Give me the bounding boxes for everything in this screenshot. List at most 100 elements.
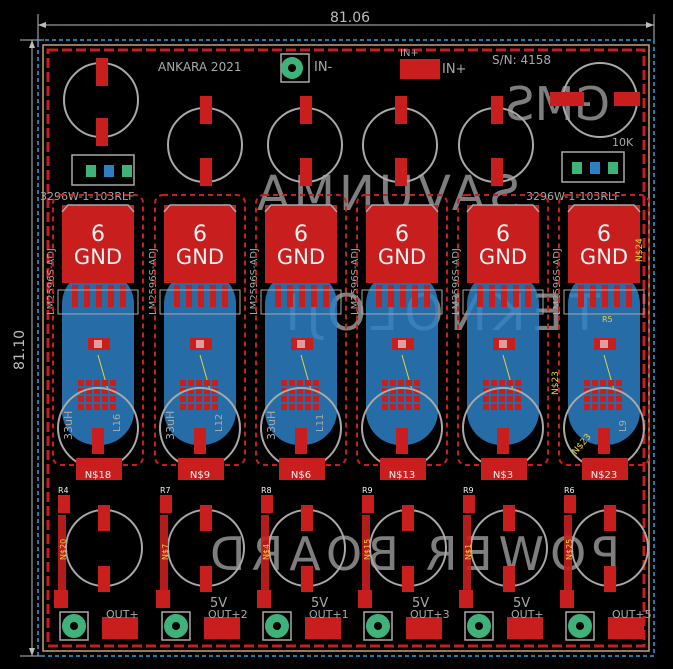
output-pad-square: [102, 617, 138, 639]
small-smd-pad: [54, 590, 68, 608]
ic-leg: [72, 285, 78, 307]
ic-silk-outline: [159, 289, 241, 315]
ic-gnd-label: GND: [479, 245, 527, 269]
channel-trace-outline: [457, 194, 549, 466]
small-smd-pad: [156, 590, 170, 608]
inductance-label: 33uH: [265, 411, 278, 440]
net-label-side: N$7: [161, 544, 170, 560]
side-trace: [58, 515, 66, 595]
inductor-label: L16: [112, 414, 123, 432]
regulator-ic-tab: [568, 205, 640, 283]
net-label-side: N$1: [464, 544, 473, 560]
ic-leg: [376, 285, 382, 307]
output-diode-pad: [380, 458, 426, 480]
output-pad-square: [406, 617, 442, 639]
output-connector-outline: [161, 611, 191, 641]
output-connector-outline: [363, 611, 393, 641]
ic-leg: [590, 285, 596, 307]
output-diode-pad: [481, 458, 527, 480]
resistor-label: R8: [261, 486, 272, 495]
net-label-bottom: N$18: [85, 470, 112, 481]
side-trace: [261, 515, 269, 595]
regulator-ic-tab: [62, 205, 134, 283]
output-label: OUT+3: [410, 608, 450, 621]
ic-leg: [311, 285, 317, 307]
resistor-pad: [160, 495, 172, 513]
ic-leg: [602, 285, 608, 307]
net-label-side: N$4: [262, 544, 271, 560]
channel-trace-outline: [52, 194, 144, 466]
board-outline: [42, 44, 650, 652]
input-minus-pad: [280, 53, 310, 83]
ic-leg: [210, 285, 216, 307]
inductor-label: L9: [618, 420, 629, 432]
input-plus-pad: [400, 59, 440, 79]
net-label-n23a: N$23: [551, 371, 561, 395]
ic-part-label: LM2596S-ADJ: [46, 248, 57, 315]
trimmer-right: 3296W-1-103RLF: [526, 151, 625, 203]
output-connector-outline: [262, 611, 292, 641]
dimension-width: 81.06: [37, 10, 655, 44]
output-label: OUT+2: [208, 608, 248, 621]
ic-silk-outline: [57, 289, 139, 315]
ic-leg: [388, 285, 394, 307]
channel-trace-outline: [356, 194, 448, 466]
regulator-ic-tab: [467, 205, 539, 283]
ic-leg: [489, 285, 495, 307]
output-pad-square: [305, 617, 341, 639]
in-minus-label: IN-: [314, 60, 333, 75]
inductor-pad: [396, 428, 408, 454]
output-voltage-label: 5V: [513, 596, 530, 611]
resistor-pad: [564, 495, 576, 513]
resistor-pad: [261, 495, 273, 513]
output-pad-square: [608, 617, 644, 639]
ic-leg: [626, 285, 632, 307]
inductor-pad: [295, 428, 307, 454]
inductor-pad: [92, 428, 104, 454]
ic-silk-outline: [361, 289, 443, 315]
ic-gnd-label: GND: [378, 245, 426, 269]
net-label-bottom: N$9: [190, 470, 210, 481]
output-diode-pad: [178, 458, 224, 480]
resistor-pad: [463, 495, 475, 513]
net-label-bottom: N$13: [389, 470, 416, 481]
net-label-side: N$15: [363, 539, 372, 560]
output-pad-square: [204, 617, 240, 639]
ic-leg: [120, 285, 126, 307]
ic-leg: [412, 285, 418, 307]
dimension-height: 81.10: [12, 39, 44, 657]
in-plus-label-small: IN+: [400, 48, 419, 59]
ic-leg: [299, 285, 305, 307]
resistor-label: R6: [564, 486, 575, 495]
side-trace: [362, 515, 370, 595]
keepout-outline: [37, 39, 655, 657]
ic-gnd-label: GND: [74, 245, 122, 269]
ic-silk-outline: [260, 289, 342, 315]
ic-gnd-label: GND: [176, 245, 224, 269]
resistor-label-r5: R5: [602, 315, 613, 324]
output-label: OUT+: [106, 608, 139, 621]
ic-pin-number: 6: [496, 222, 510, 247]
inductor-label: L11: [315, 414, 326, 432]
title-text: ANKARA 2021: [158, 60, 241, 74]
ic-part-label: LM2596S-ADJ: [148, 248, 159, 315]
in-plus-label: IN+: [442, 62, 466, 77]
output-diode-pad: [582, 458, 628, 480]
ic-leg: [287, 285, 293, 307]
resistor-label: R9: [362, 486, 373, 495]
ic-silk-outline: [462, 289, 544, 315]
output-connector-outline: [59, 611, 89, 641]
inductor-pad: [598, 428, 610, 454]
dimension-width-label: 81.06: [330, 10, 370, 26]
ic-gnd-label: GND: [580, 245, 628, 269]
ic-leg: [275, 285, 281, 307]
ic-leg: [198, 285, 204, 307]
net-label-bottom: N$6: [291, 470, 311, 481]
ic-pin-number: 6: [597, 222, 611, 247]
small-smd-pad: [459, 590, 473, 608]
resistor-label: R9: [463, 486, 474, 495]
trimmer-right-label: 3296W-1-103RLF: [526, 190, 620, 203]
ic-leg: [96, 285, 102, 307]
